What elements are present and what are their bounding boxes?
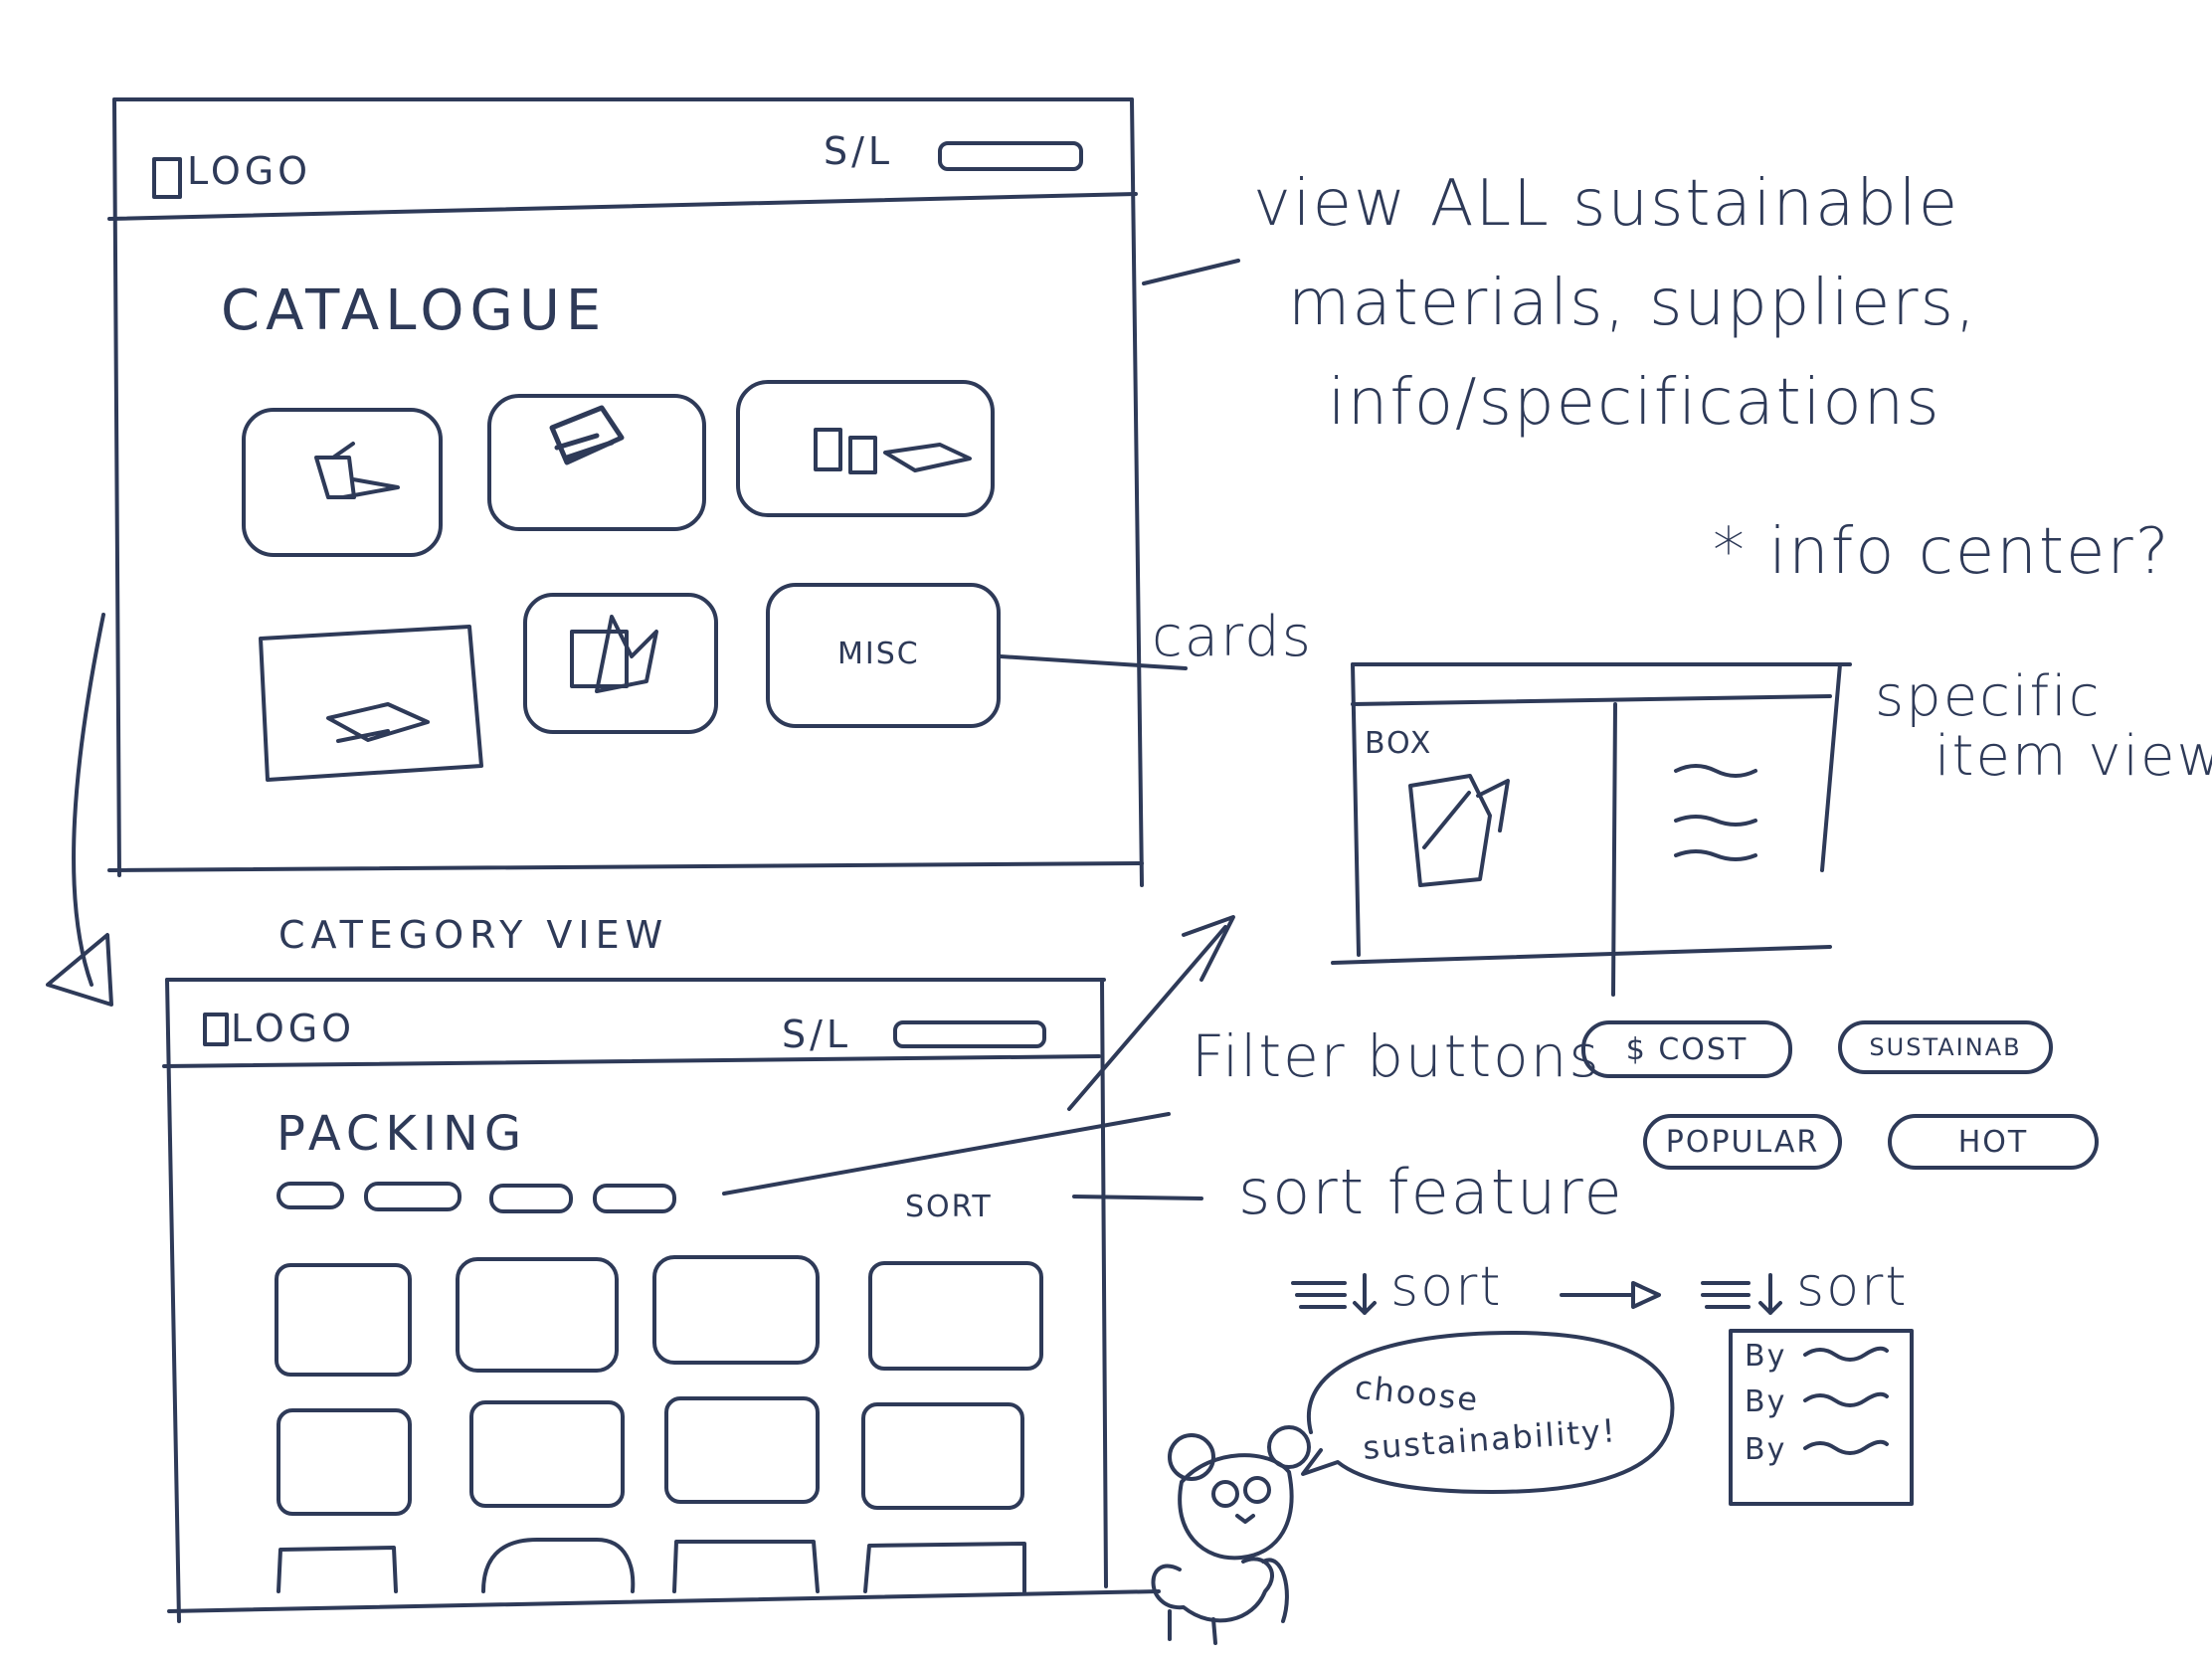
catalogue-note-line-2: materials, suppliers, bbox=[1288, 267, 1978, 340]
sort-demo-before-label: sort bbox=[1390, 1255, 1503, 1318]
cards-note: cards bbox=[1152, 605, 1313, 669]
catalogue-card-1 bbox=[242, 408, 443, 557]
filter-pill-sustainable[interactable]: SUSTAINAB bbox=[1838, 1020, 2053, 1074]
category-signin-text: S/L bbox=[782, 1013, 852, 1056]
speech-bubble bbox=[1301, 1331, 1675, 1494]
sort-connector bbox=[1072, 1195, 1203, 1200]
sort-demo bbox=[1291, 1273, 1782, 1315]
bear-mascot-icon bbox=[1151, 1425, 1311, 1645]
catalogue-card-4 bbox=[259, 625, 483, 782]
catalogue-note-line-1: view ALL sustainable bbox=[1253, 167, 1960, 241]
catalogue-card-5 bbox=[523, 593, 718, 734]
filter-pill-cost[interactable]: $ COST bbox=[1581, 1020, 1792, 1078]
catalogue-card-3 bbox=[736, 380, 995, 517]
sort-feature-note: sort feature bbox=[1238, 1156, 1624, 1228]
sort-menu-item-3[interactable]: By bbox=[1745, 1432, 1787, 1467]
card-misc-label: MISC bbox=[837, 637, 920, 671]
category-logo-text: LOGO bbox=[231, 1007, 356, 1050]
catalogue-note-connector bbox=[1142, 259, 1240, 285]
catalogue-card-2 bbox=[487, 394, 706, 531]
sort-demo-after-label: sort bbox=[1796, 1255, 1909, 1318]
filter-buttons-note: Filter buttons bbox=[1192, 1022, 1601, 1090]
category-heading: PACKING bbox=[276, 1106, 528, 1162]
item-view-note-line-1: specific bbox=[1875, 664, 2102, 729]
catalogue-signin-text: S/L bbox=[824, 129, 894, 173]
item-view-wireframe bbox=[1331, 662, 1852, 997]
info-center-note: * info center? bbox=[1713, 515, 2171, 589]
item-box-label: BOX bbox=[1365, 726, 1433, 761]
filter-pill-hot[interactable]: HOT bbox=[1888, 1114, 2099, 1170]
filter-connector bbox=[722, 1112, 1171, 1196]
category-sort-label: SORT bbox=[905, 1190, 993, 1224]
filter-pill-popular[interactable]: POPULAR bbox=[1643, 1114, 1842, 1170]
item-view-note-line-2: item view bbox=[1935, 724, 2212, 789]
category-product-grid bbox=[275, 1255, 1043, 1593]
sort-menu-item-2[interactable]: By bbox=[1745, 1384, 1787, 1419]
category-wireframe-frame bbox=[162, 978, 1161, 1623]
catalogue-heading: CATALOGUE bbox=[221, 278, 608, 343]
category-filter-chips bbox=[276, 1182, 676, 1213]
catalogue-logo-text: LOGO bbox=[187, 149, 312, 193]
sort-menu-item-1[interactable]: By bbox=[1745, 1339, 1787, 1374]
catalogue-wireframe-frame bbox=[107, 97, 1144, 887]
catalogue-note-line-3: info/specifications bbox=[1328, 366, 1941, 440]
category-view-caption: CATEGORY VIEW bbox=[278, 913, 669, 957]
flow-arrow-catalogue-to-category bbox=[46, 613, 113, 1007]
catalogue-card-misc bbox=[766, 583, 1188, 728]
sort-dropdown-menu bbox=[1729, 1329, 1914, 1506]
flow-arrow-category-to-item bbox=[1067, 915, 1235, 1111]
